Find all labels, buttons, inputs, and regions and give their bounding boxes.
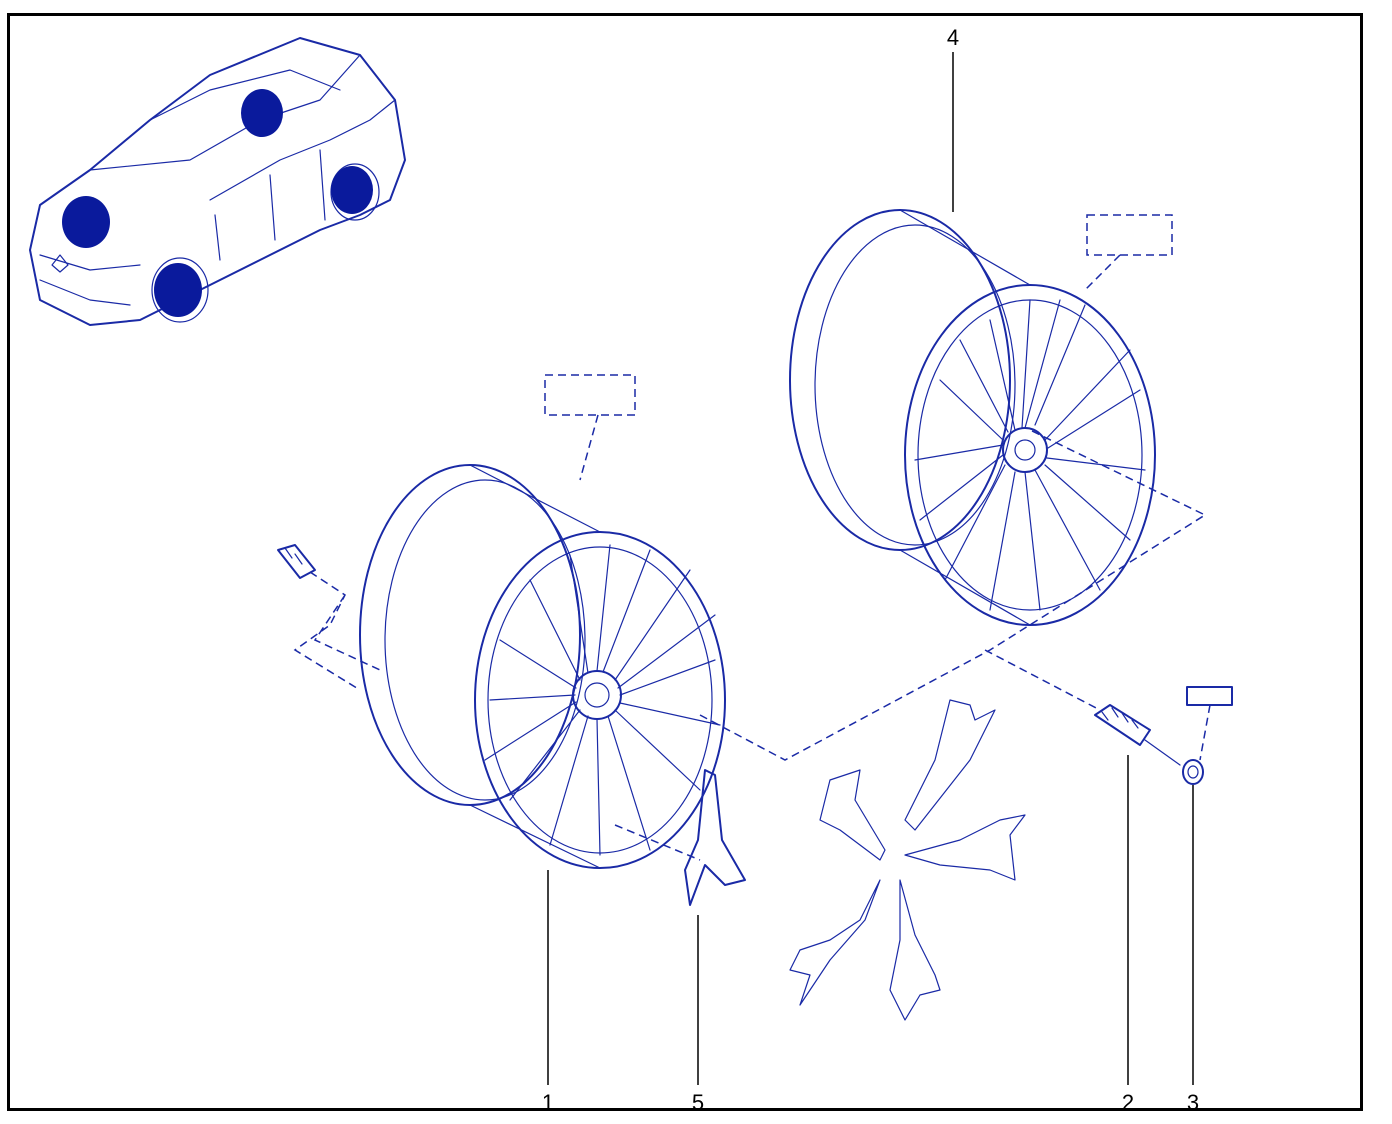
front-right-wheel-highlight <box>62 196 110 248</box>
valve-assembly-line <box>984 649 1101 711</box>
callout-5-label: 5 <box>691 1090 705 1115</box>
callout-4-label: 4 <box>946 25 960 50</box>
rear-left-wheel-highlight <box>331 166 373 214</box>
diagram-frame <box>7 13 1363 1111</box>
wheel-4-reference-box <box>1086 214 1173 256</box>
callout-3-label: 3 <box>1186 1090 1200 1115</box>
wheel-bolt-icon <box>277 544 316 579</box>
spoke-trim-insert-icon <box>684 769 746 906</box>
rear-right-wheel-highlight <box>241 89 283 137</box>
valve-cap-reference-leader <box>1199 704 1211 761</box>
bolt-assembly-line <box>293 571 381 691</box>
wheel-4-reference-leader <box>1084 254 1121 291</box>
spoke-trim-set-icon <box>789 699 1026 1021</box>
callout-1-label: 1 <box>541 1090 555 1115</box>
wheel-1-icon <box>359 464 726 869</box>
callout-2-label: 2 <box>1121 1090 1135 1115</box>
wheel-4-icon <box>789 209 1156 626</box>
vehicle-locator-icon <box>29 37 406 326</box>
tyre-valve-icon <box>1094 704 1181 766</box>
front-left-wheel-highlight <box>154 263 202 317</box>
wheel-1-reference-box <box>544 374 636 416</box>
valve-cap-icon <box>1182 759 1204 785</box>
trim-assembly-line <box>614 824 701 861</box>
wheel-1-reference-leader <box>579 414 599 481</box>
valve-cap-reference-box <box>1186 686 1233 706</box>
wheel-assembly-line <box>699 429 1207 761</box>
